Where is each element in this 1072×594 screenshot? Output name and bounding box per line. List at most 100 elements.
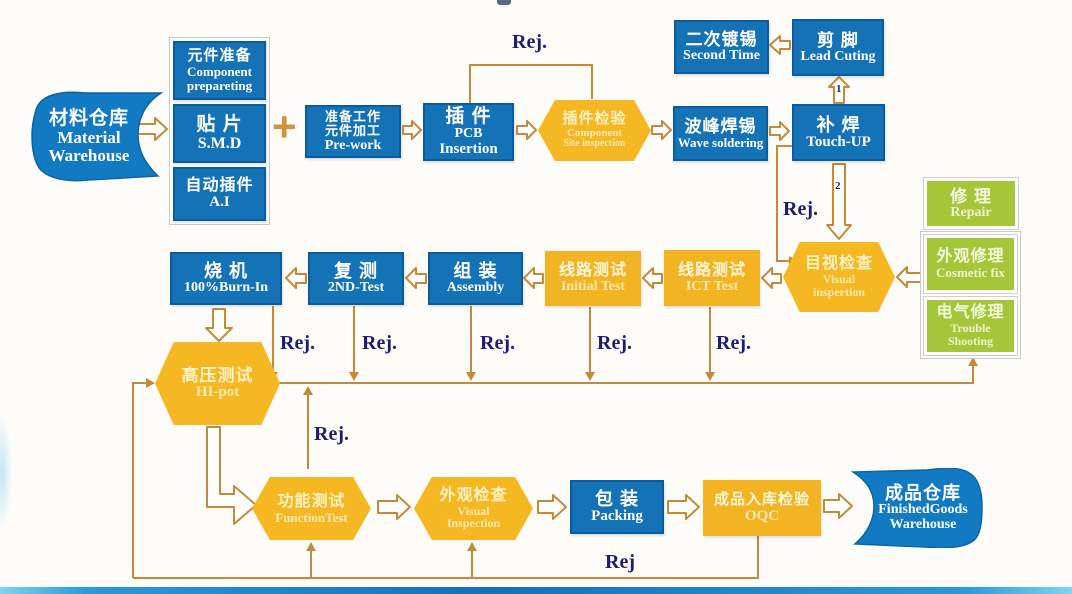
node-finished-goods: 成品仓库 FinishedGoods Warehouse xyxy=(868,474,978,542)
arrow-ict-to-initial xyxy=(642,267,663,289)
node-smd: 贴 片 S.M.D xyxy=(173,104,266,163)
material-warehouse-en2: Warehouse xyxy=(48,145,130,165)
function-test-en: FunctionTest xyxy=(275,509,348,525)
hi-pot-en: HI-pot xyxy=(195,384,240,401)
component-prep-en1: Component xyxy=(186,64,252,80)
second-time-en: Second Time xyxy=(683,48,760,64)
node-prework: 准备工作 元件加工 Pre-work xyxy=(305,105,401,158)
packing-zh: 包 装 xyxy=(594,489,639,510)
prework-en: Pre-work xyxy=(324,137,382,153)
assembly-zh: 组 装 xyxy=(453,261,498,282)
arrow-function-to-visualcheck xyxy=(377,494,411,520)
node-packing: 包 装 Packing xyxy=(570,480,664,534)
finished-goods-shape xyxy=(850,468,983,548)
arrow-touchup-to-visual xyxy=(826,163,852,240)
repair-en: Repair xyxy=(950,204,992,220)
arrow-cosmetic-to-visual xyxy=(896,266,922,288)
node-lead-cutting: 剪 脚 Lead Cuting xyxy=(792,19,884,76)
node-visual-inspection: 目视检查 Visual inspertion xyxy=(783,242,895,312)
arrow-lead-to-secondtime xyxy=(769,35,791,55)
step-number-1: 1 xyxy=(836,83,842,95)
material-warehouse-en1: Material xyxy=(57,127,121,147)
plus-sign: + xyxy=(272,103,297,150)
burn-in-en: 100%Burn-In xyxy=(183,280,269,296)
node-touch-up: 补 焊 Touch-UP xyxy=(792,104,885,161)
arrow-pcb-to-inspection xyxy=(516,120,537,140)
oqc-zh: 成品入库检验 xyxy=(713,490,810,508)
second-test-zh: 复 测 xyxy=(333,261,378,282)
rej-label-top: Rej. xyxy=(512,31,547,53)
finished-goods-zh: 成品仓库 xyxy=(885,483,961,504)
arrow-burnin-to-hipot xyxy=(205,308,233,342)
loop-line-left-to-hipot xyxy=(132,382,146,578)
node-initial-test: 线路测试 Initial Test xyxy=(545,251,641,306)
arrow-assembly-to-2nd xyxy=(405,267,427,289)
initial-test-en: Initial Test xyxy=(560,279,626,295)
site-inspection-en2: Site inspection xyxy=(563,138,626,150)
touch-up-zh: 补 焊 xyxy=(816,114,861,135)
node-burn-in: 烧 机 100%Burn-In xyxy=(170,252,282,305)
visual-check-en1: Visual xyxy=(457,503,490,518)
arrowhead-down-ict xyxy=(705,372,715,381)
touch-up-en: Touch-UP xyxy=(806,133,871,150)
smd-zh: 贴 片 xyxy=(196,114,243,136)
finished-goods-en2: Warehouse xyxy=(889,517,957,533)
function-test-zh: 功能测试 xyxy=(277,492,346,510)
node-oqc: 成品入库检验 OQC xyxy=(703,480,821,536)
wave-soldering-zh: 波峰焊锡 xyxy=(684,117,757,137)
arrowhead-up-visualcheck-branch xyxy=(467,542,477,551)
arrow-visual-to-ict xyxy=(761,267,782,289)
arrow-2nd-to-burnin xyxy=(285,267,307,289)
arrowhead-right-hipot xyxy=(146,378,155,388)
node-visual-check: 外观检查 Visual Inspection xyxy=(414,477,533,540)
hi-pot-zh: 高压测试 xyxy=(181,366,254,386)
oqc-en: OQC xyxy=(744,507,780,524)
node-site-inspection: 插件检验 Component Site inspection xyxy=(538,100,651,161)
arrow-hipot-to-function xyxy=(206,426,257,525)
ict-test-en: ICT Test xyxy=(685,278,739,294)
prework-zh1: 准备工作 xyxy=(324,108,381,124)
bottom-blue-strip xyxy=(0,587,1072,594)
auto-insertion-en: A.I xyxy=(209,194,230,211)
arrow-wave-to-touchup xyxy=(769,121,790,141)
node-second-time: 二次镀锡 Second Time xyxy=(674,20,769,74)
rej-bus-to-trouble-shooting xyxy=(268,364,974,384)
rej-label-touchup: Rej. xyxy=(783,198,818,220)
rej-label-burnin: Rej. xyxy=(280,332,315,354)
burn-in-zh: 烧 机 xyxy=(203,261,248,282)
auto-insertion-zh: 自动插件 xyxy=(185,177,254,195)
cosmetic-fix-zh: 外观修理 xyxy=(936,248,1005,266)
node-hi-pot: 高压测试 HI-pot xyxy=(155,342,280,425)
arrow-inspection-to-wave xyxy=(651,120,672,140)
prework-zh2: 元件加工 xyxy=(324,123,381,139)
pcb-insertion-zh: 插 件 xyxy=(445,106,492,128)
visual-inspection-en1: Visual xyxy=(822,272,856,287)
wave-soldering-en: Wave soldering xyxy=(677,135,764,151)
node-assembly: 组 装 Assembly xyxy=(428,252,523,305)
second-test-en: 2ND-Test xyxy=(327,280,385,296)
arrowhead-down-initial xyxy=(585,372,595,381)
trouble-shooting-en: Trouble Shooting xyxy=(947,321,994,348)
material-warehouse-shape xyxy=(31,91,164,182)
rej-label-2nd-test: Rej. xyxy=(362,332,397,354)
rej-label-oqc: Rej xyxy=(605,551,635,573)
arrow-prework-to-pcb xyxy=(402,120,422,140)
repair-zh: 修 理 xyxy=(950,186,992,206)
arrowhead-up-function-branch xyxy=(306,542,316,551)
arrow-visualcheck-to-packing xyxy=(537,494,567,520)
rej-line-oqc-bottom xyxy=(133,536,759,579)
node-auto-insertion: 自动插件 A.I xyxy=(173,167,266,221)
component-prep-zh: 元件准备 xyxy=(187,47,252,65)
arrow-packing-to-oqc xyxy=(667,494,700,520)
node-material-warehouse: 材料仓库 Material Warehouse xyxy=(34,96,144,176)
rej-label-initial-test: Rej. xyxy=(597,332,632,354)
arrowhead-down-2nd xyxy=(349,372,359,381)
visual-check-zh: 外观检查 xyxy=(439,486,508,504)
visual-inspection-zh: 目视检查 xyxy=(804,255,873,273)
site-inspection-zh: 插件检验 xyxy=(562,110,627,128)
node-wave-soldering: 波峰焊锡 Wave soldering xyxy=(673,106,768,161)
node-cosmetic-fix: 外观修理 Cosmetic fix xyxy=(923,234,1018,294)
arrowhead-up-function-rej xyxy=(303,386,313,395)
step-number-2: 2 xyxy=(835,180,841,192)
